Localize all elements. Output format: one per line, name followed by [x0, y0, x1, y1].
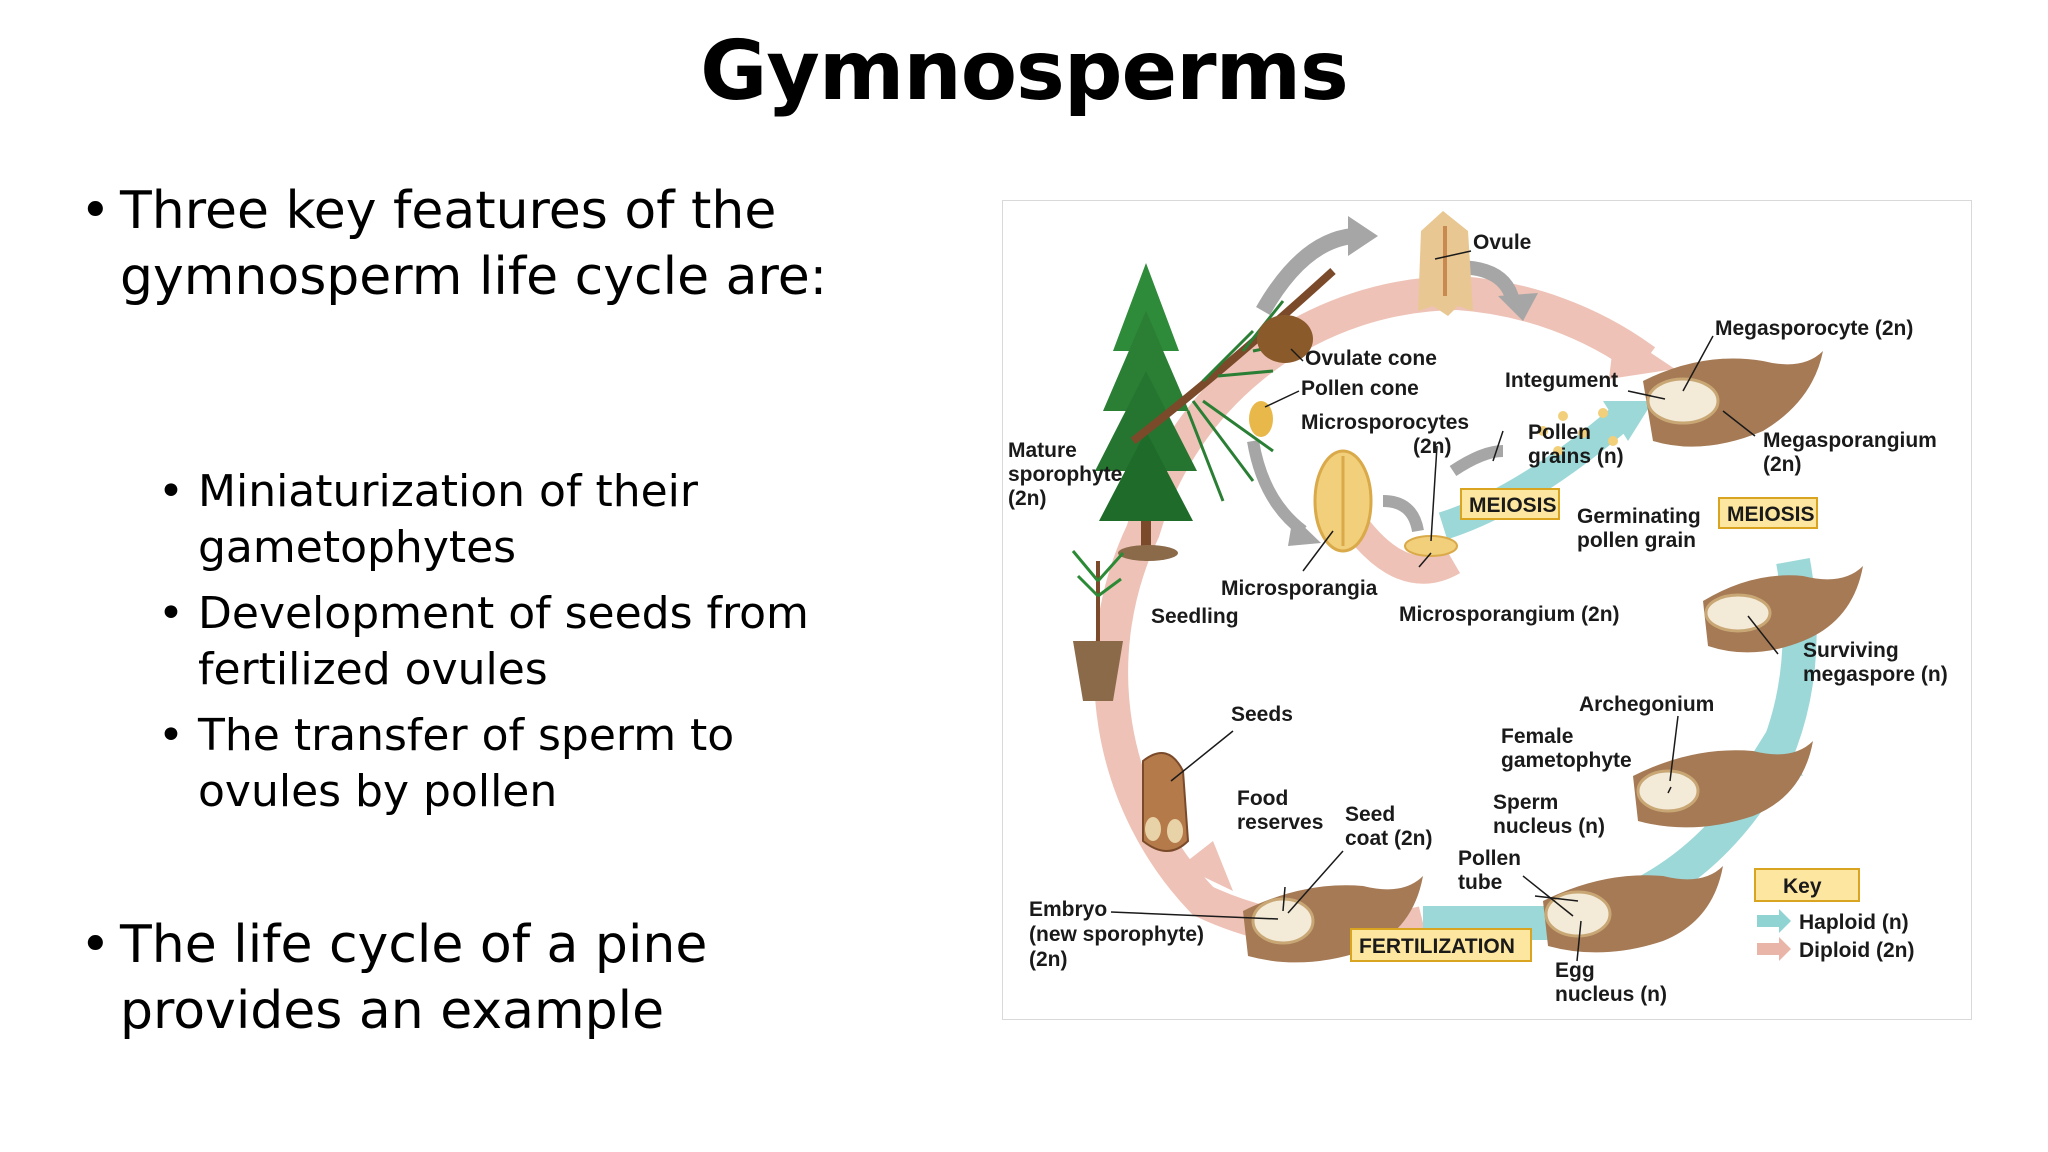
label-microsporocytes: Microsporocytes [1301, 411, 1469, 434]
key-title: Key [1783, 875, 1822, 898]
haploid-arrow-head [1603, 401, 1653, 441]
key-diploid: Diploid (2n) [1799, 939, 1914, 962]
label-ovule: Ovule [1473, 231, 1531, 254]
label-megasporangium: Megasporangium [1763, 429, 1937, 452]
bullet-dot: • [80, 915, 111, 975]
label-female-gametophyte: Female [1501, 725, 1573, 748]
label-seedling: Seedling [1151, 605, 1239, 628]
female-gametophyte-scale-icon [1633, 741, 1813, 828]
label-mature-sporophyte: Mature [1008, 439, 1077, 462]
sub-bullet-text: Development of seeds from fertilized ovu… [198, 588, 809, 695]
gray-arrow-head [1348, 216, 1378, 256]
fertilization-scale-icon [1543, 866, 1723, 953]
label-meiosis-ovule: MEIOSIS [1727, 503, 1815, 526]
mature-sporophyte-tree-icon [1095, 263, 1197, 561]
label-food-reserves-2: reserves [1237, 811, 1323, 834]
label-pollen-tube: Pollen [1458, 847, 1521, 870]
label-pollen-cone: Pollen cone [1301, 377, 1419, 400]
label-germinating: Germinating [1577, 505, 1701, 528]
label-seed-coat-2: coat (2n) [1345, 827, 1433, 850]
label-meiosis-pollen: MEIOSIS [1469, 494, 1557, 517]
legend-key: Key Haploid (n) Diploid (2n) [1754, 868, 1914, 962]
bullet-pine-example: • The life cycle of a pine provides an e… [80, 912, 740, 1044]
pine-life-cycle-diagram: Ovule Megasporocyte (2n) Ovulate cone In… [1002, 200, 1972, 1020]
diploid-arrow-head [1609, 329, 1675, 379]
surviving-megaspore-scale-icon [1703, 566, 1863, 653]
label-pollen-tube-2: tube [1458, 871, 1502, 894]
label-surviving-megaspore-2: megaspore (n) [1803, 663, 1948, 686]
pollen-grains-icon [1538, 408, 1618, 456]
bullet-dot: • [80, 181, 111, 241]
label-ovulate-cone: Ovulate cone [1305, 347, 1437, 370]
sub-bullet-text: The transfer of sperm to ovules by polle… [198, 710, 735, 817]
seedling-icon [1071, 550, 1125, 701]
bullet-key-features: • Three key features of the gymnosperm l… [80, 178, 880, 310]
sub-bullet-seeds: • Development of seeds from fertilized o… [158, 586, 818, 698]
gray-arrow-head [1498, 293, 1538, 321]
seeds-icon [1142, 752, 1190, 852]
sub-bullet-text: Miniaturization of their gametophytes [198, 466, 698, 573]
slide-title: Gymnosperms [700, 24, 1349, 119]
label-embryo-ploidy: (2n) [1029, 948, 1068, 971]
gray-arrow-to-microsporangium [1382, 495, 1424, 533]
diploid-swatch-icon [1757, 937, 1791, 961]
label-embryo: Embryo [1029, 898, 1107, 921]
label-integument: Integument [1505, 369, 1618, 392]
fertilization-box [1350, 928, 1532, 962]
label-microsporangium: Microsporangium (2n) [1399, 603, 1620, 626]
megasporangium-scale-icon [1643, 351, 1823, 447]
microsporangia-icon [1313, 449, 1373, 553]
label-archegonium: Archegonium [1579, 693, 1714, 716]
label-embryo-2: (new sporophyte) [1029, 923, 1204, 946]
meiosis-box-pollen [1460, 488, 1560, 520]
label-sperm-nucleus-2: nucleus (n) [1493, 815, 1605, 838]
label-female-gametophyte-2: gametophyte [1501, 749, 1632, 772]
label-megasporangium-ploidy: (2n) [1763, 453, 1802, 476]
leader-lines [1110, 250, 1779, 962]
gray-arrow-to-pollen [1449, 445, 1504, 477]
diploid-arrow-head [1181, 841, 1233, 891]
gray-arrow-cone-to-ovule [1256, 228, 1355, 315]
label-pollen-grains: Pollen [1528, 421, 1591, 444]
label-surviving-megaspore: Surviving [1803, 639, 1899, 662]
life-cycle-svg: Ovule Megasporocyte (2n) Ovulate cone In… [1008, 211, 1948, 1006]
label-microsporangia: Microsporangia [1221, 577, 1378, 600]
label-seed-coat: Seed [1345, 803, 1395, 826]
label-egg-nucleus-2: nucleus (n) [1555, 983, 1667, 1006]
ovule-scale-icon [1418, 211, 1473, 316]
label-egg-nucleus: Egg [1555, 959, 1595, 982]
sub-bullet-pollen: • The transfer of sperm to ovules by pol… [158, 708, 818, 820]
bullet-text: The life cycle of a pine provides an exa… [120, 915, 708, 1041]
label-fertilization: FERTILIZATION [1359, 935, 1515, 958]
gray-arrow-head [1288, 516, 1321, 546]
label-food-reserves: Food [1237, 787, 1288, 810]
key-haploid: Haploid (n) [1799, 911, 1909, 934]
label-mature-sporophyte-2: sporophyte [1008, 463, 1122, 486]
sub-bullet-dot: • [158, 466, 184, 517]
pine-branch-icon [1130, 268, 1336, 502]
label-pollen-grains-ploidy: grains (n) [1528, 445, 1624, 468]
label-sperm-nucleus: Sperm [1493, 791, 1558, 814]
label-microsporocytes-ploidy: (2n) [1413, 435, 1452, 458]
sub-bullet-dot: • [158, 588, 184, 639]
sub-bullet-dot: • [158, 710, 184, 761]
meiosis-box-ovule [1718, 497, 1818, 529]
bullet-text: Three key features of the gymnosperm lif… [120, 181, 828, 307]
label-germinating-2: pollen grain [1577, 529, 1696, 552]
pollen-cone-icon [1249, 401, 1273, 437]
ovulate-cone-icon [1257, 315, 1313, 363]
sub-bullet-miniaturization: • Miniaturization of their gametophytes [158, 464, 818, 576]
label-megasporocyte: Megasporocyte (2n) [1715, 317, 1913, 340]
label-mature-sporophyte-ploidy: (2n) [1008, 487, 1047, 510]
label-seeds: Seeds [1231, 703, 1293, 726]
key-title-box [1754, 868, 1860, 902]
gray-arrow-cone-to-microsporangia [1247, 439, 1307, 536]
haploid-swatch-icon [1757, 909, 1791, 933]
